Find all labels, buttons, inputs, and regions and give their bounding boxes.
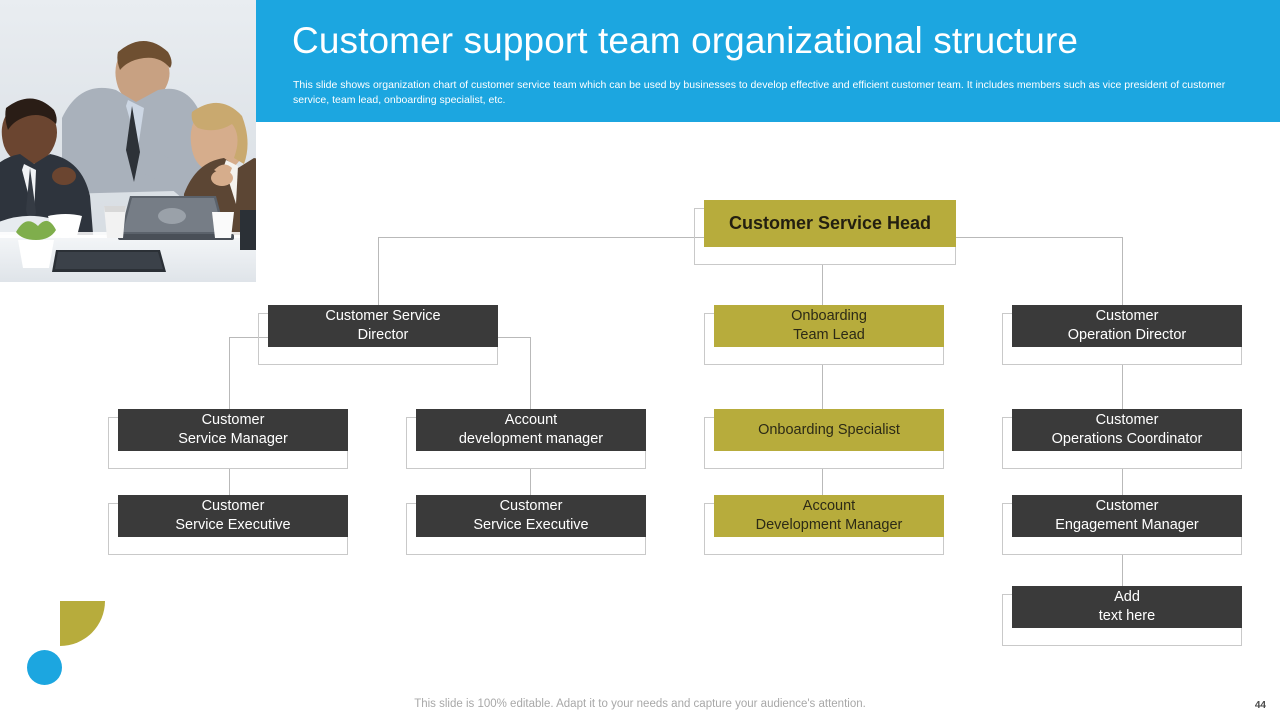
page-number: 44	[1254, 700, 1266, 711]
node-label: Account Development Manager	[714, 495, 944, 537]
connector-op-director-to-coordinator	[1122, 365, 1123, 417]
node-customer-service-manager[interactable]: Customer Service Manager	[108, 409, 348, 469]
node-label-line1: Onboarding	[791, 308, 867, 325]
connector-to-cs-director	[378, 237, 379, 313]
node-customer-service-executive-1[interactable]: Customer Service Executive	[108, 495, 348, 555]
connector-cs-manager-to-exec	[229, 468, 230, 503]
node-onboarding-specialist[interactable]: Onboarding Specialist	[704, 409, 944, 469]
node-label-line2: Director	[357, 327, 409, 343]
node-customer-service-executive-2[interactable]: Customer Service Executive	[406, 495, 646, 555]
node-label: Customer Service Manager	[118, 409, 348, 451]
connector-to-op-director	[1122, 237, 1123, 313]
node-label-line1: Customer	[201, 498, 265, 515]
node-label-line1: Customer	[201, 412, 265, 429]
connector-acct-dev-to-exec	[530, 468, 531, 503]
node-label: Onboarding Specialist	[714, 409, 944, 451]
page-subtitle: This slide shows organization chart of c…	[293, 79, 1226, 106]
node-label-line1: Customer	[1095, 308, 1159, 325]
node-label: Add text here	[1012, 586, 1242, 628]
node-label-line2: Team Lead	[793, 327, 865, 343]
node-label-line2: Service Manager	[178, 431, 288, 447]
connector-ob-lead-to-specialist	[822, 365, 823, 417]
node-customer-service-head[interactable]: Customer Service Head	[694, 200, 956, 265]
footer-note: This slide is 100% editable. Adapt it to…	[414, 698, 866, 710]
node-label: Onboarding Team Lead	[714, 305, 944, 347]
connector-engagement-to-add	[1122, 555, 1123, 594]
node-label-line2: development manager	[458, 431, 604, 447]
node-customer-engagement-manager[interactable]: Customer Engagement Manager	[1002, 495, 1242, 555]
team-photo-graphic	[0, 0, 256, 282]
node-label-line1: Customer Service	[325, 308, 441, 325]
node-label-line1: Add	[1114, 589, 1140, 606]
node-label: Customer Operation Director	[1012, 305, 1242, 347]
node-customer-operations-coordinator[interactable]: Customer Operations Coordinator	[1002, 409, 1242, 469]
node-label-line2: Service Executive	[473, 517, 589, 533]
node-label-line1: Customer	[1095, 498, 1159, 515]
header-band: Customer support team organizational str…	[256, 0, 1280, 122]
node-label: Customer Service Head	[704, 200, 956, 247]
node-label: Customer Engagement Manager	[1012, 495, 1242, 537]
node-label: Customer Operations Coordinator	[1012, 409, 1242, 451]
node-label-line1: Customer	[499, 498, 563, 515]
node-onboarding-team-lead[interactable]: Onboarding Team Lead	[704, 305, 944, 365]
node-label-line2: Operation Director	[1067, 327, 1187, 343]
page-title: Customer support team organizational str…	[292, 20, 1079, 61]
connector-to-cs-manager	[229, 337, 230, 417]
node-label-line2: Development Manager	[755, 517, 903, 533]
node-account-development-manager[interactable]: Account development manager	[406, 409, 646, 469]
node-label-line2: Engagement Manager	[1055, 517, 1199, 533]
team-photo	[0, 0, 256, 282]
node-add-text-here[interactable]: Add text here	[1002, 586, 1242, 646]
node-label-line1: Account	[504, 412, 558, 429]
node-label-line1: Customer	[1095, 412, 1159, 429]
node-account-development-manager-2[interactable]: Account Development Manager	[704, 495, 944, 555]
connector-to-ob-lead	[822, 265, 823, 313]
node-label: Account development manager	[416, 409, 646, 451]
node-label-line2: Service Executive	[175, 517, 291, 533]
circle-decoration	[27, 650, 62, 685]
connector-to-acct-dev-manager	[530, 337, 531, 417]
connector-ob-specialist-to-acct-dev	[822, 468, 823, 503]
node-label: Customer Service Executive	[416, 495, 646, 537]
node-label-line1: Account	[802, 498, 856, 515]
node-customer-operation-director[interactable]: Customer Operation Director	[1002, 305, 1242, 365]
node-label: Customer Service Executive	[118, 495, 348, 537]
node-customer-service-director[interactable]: Customer Service Director	[258, 305, 498, 365]
node-label-line2: text here	[1098, 608, 1156, 624]
node-label: Customer Service Director	[268, 305, 498, 347]
node-label-line2: Operations Coordinator	[1051, 431, 1203, 447]
connector-coordinator-to-engagement	[1122, 468, 1123, 503]
